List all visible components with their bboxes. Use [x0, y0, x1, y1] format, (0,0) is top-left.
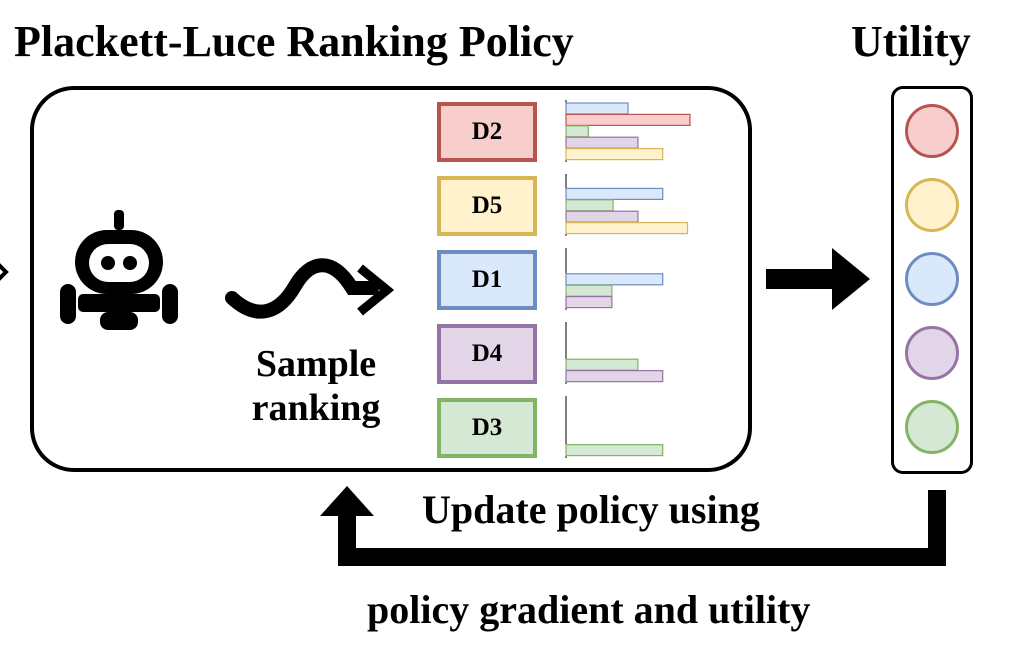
- utility-circle-red: [905, 104, 959, 158]
- relevance-bar-green: [565, 444, 664, 457]
- document-label: D3: [471, 414, 503, 441]
- squiggle-arrow-icon: [225, 258, 395, 319]
- feedback-text-line1: Update policy using: [422, 487, 760, 532]
- sample-ranking-line1: Sample: [255, 343, 377, 385]
- document-d3: D3: [437, 398, 537, 458]
- right-arrow-icon: [766, 248, 870, 310]
- relevance-bar-purple: [565, 370, 664, 383]
- relevance-bar-purple: [565, 210, 639, 223]
- document-label: D5: [471, 192, 503, 219]
- relevance-bar-yellow: [565, 222, 689, 235]
- relevance-bar-green: [565, 199, 614, 212]
- robot-icon: [60, 210, 178, 330]
- feedback-arrow-icon: [320, 486, 946, 566]
- policy-title: Plackett-Luce Ranking Policy: [14, 17, 574, 66]
- relevance-bar-green: [565, 284, 613, 297]
- relevance-bar-green: [565, 358, 639, 371]
- document-label: D2: [471, 118, 503, 145]
- utility-circle-yellow: [905, 178, 959, 232]
- sample-ranking-caption: Sample ranking: [216, 343, 416, 430]
- relevance-bar-green: [565, 125, 589, 138]
- document-d1: D1: [437, 250, 537, 310]
- utility-circle-green: [905, 400, 959, 454]
- document-label: D1: [471, 266, 503, 293]
- relevance-bar-blue: [565, 102, 629, 115]
- document-label: D4: [471, 340, 503, 367]
- relevance-bar-purple: [565, 136, 639, 149]
- relevance-bar-yellow: [565, 148, 664, 161]
- utility-circle-blue: [905, 252, 959, 306]
- utility-title: Utility: [851, 17, 971, 66]
- relevance-bar-purple: [565, 296, 613, 309]
- relevance-bar-blue: [565, 187, 664, 200]
- policy-box: [30, 86, 752, 472]
- document-d2: D2: [437, 102, 537, 162]
- relevance-bar-blue: [565, 273, 664, 286]
- relevance-bar-red: [565, 113, 691, 127]
- utility-box: [891, 86, 973, 474]
- document-d5: D5: [437, 176, 537, 236]
- document-d4: D4: [437, 324, 537, 384]
- utility-circle-purple: [905, 326, 959, 380]
- sample-ranking-line2: ranking: [251, 386, 381, 429]
- feedback-text-line2: policy gradient and utility: [367, 587, 811, 632]
- relevance-bars: [565, 100, 691, 458]
- left-edge-arrow-icon: [0, 263, 9, 281]
